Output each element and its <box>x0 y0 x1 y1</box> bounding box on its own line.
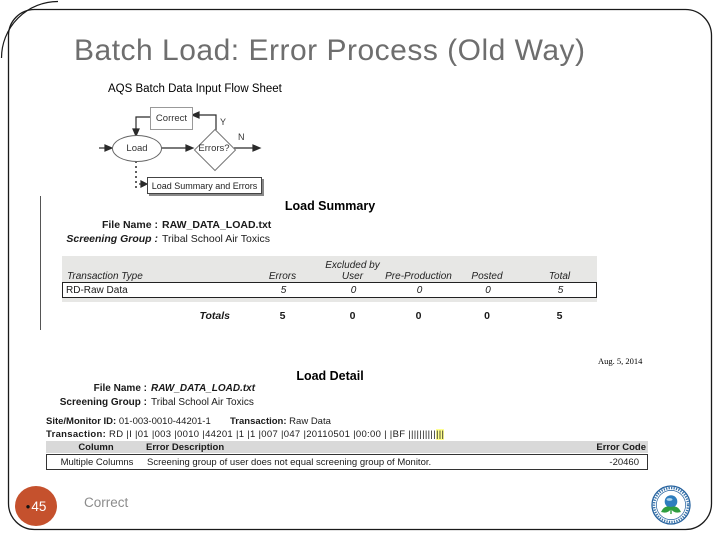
col-error-code: Error Code <box>596 441 646 453</box>
site-monitor-value: 01-003-0010-44201-1 <box>118 416 211 427</box>
load-detail-title: Load Detail <box>296 369 364 383</box>
file-name-value: RAW_DATA_LOAD.txt <box>151 383 256 394</box>
col-column: Column <box>78 441 114 453</box>
transaction-line: Transaction: RD |I |01 |003 |0010 |44201… <box>46 429 445 440</box>
load-detail-header-row: Column Error Description Error Code <box>46 441 648 453</box>
col-error-description: Error Description <box>146 441 225 453</box>
col-pre-production: Pre-Production <box>385 271 452 282</box>
transaction-value-highlight: ||| <box>435 429 445 440</box>
page-number: 45 <box>31 498 47 514</box>
flowchart-load-node: Load <box>112 135 162 162</box>
bullet-icon: ● <box>25 501 31 511</box>
totals-pre-production: 0 <box>415 310 422 322</box>
load-detail-table: Column Error Description Error Code Mult… <box>46 441 648 470</box>
table-row: RD-Raw Data 5 0 0 0 5 <box>62 282 597 298</box>
load-summary-file-row: File Name : RAW_DATA_LOAD.txt <box>40 219 271 231</box>
col-total: Total <box>548 271 571 282</box>
totals-total: 5 <box>556 310 563 322</box>
cell-transaction-type: RD-Raw Data <box>66 284 128 296</box>
screening-group-value: Tribal School Air Toxics <box>162 233 270 245</box>
load-detail-file-row: File Name : RAW_DATA_LOAD.txt <box>40 383 255 394</box>
page-number-badge: ● 45 <box>15 486 57 526</box>
file-name-label: File Name : <box>101 219 158 231</box>
totals-errors: 5 <box>279 310 286 322</box>
flowchart-yes-label: Y <box>220 117 227 127</box>
load-summary-table: Transaction Type Errors Excluded by User… <box>62 256 597 322</box>
transaction-value: RD |I |01 |003 |0010 |44201 |1 |1 |007 |… <box>109 429 436 440</box>
cell-total: 5 <box>557 284 564 296</box>
flowchart-no-label: N <box>238 132 245 142</box>
col-excluded-by-user: Excluded by User <box>325 260 380 282</box>
flowchart-correct-node: Correct <box>150 107 193 130</box>
col-errors: Errors <box>268 271 297 282</box>
load-summary-table-shade: Transaction Type Errors Excluded by User… <box>62 256 597 302</box>
table-row: Multiple Columns Screening group of user… <box>46 454 648 470</box>
totals-excluded: 0 <box>349 310 356 322</box>
transaction-type-label: Transaction: <box>230 416 287 427</box>
screening-group-label: Screening Group : <box>59 397 147 408</box>
cell-posted: 0 <box>485 284 491 296</box>
footer-note: Correct <box>84 495 129 510</box>
file-name-value: RAW_DATA_LOAD.txt <box>162 219 272 231</box>
transaction-type-value: Raw Data <box>289 416 331 427</box>
col-transaction-type: Transaction Type <box>67 271 143 282</box>
totals-posted: 0 <box>484 310 490 322</box>
cell-excluded: 0 <box>350 284 357 296</box>
date-stamp: Aug. 5, 2014 <box>598 356 643 366</box>
site-monitor-label: Site/Monitor ID: <box>46 416 117 427</box>
col-posted: Posted <box>471 271 503 282</box>
screening-group-label: Screening Group : <box>66 233 158 245</box>
flowchart-output-node: Load Summary and Errors <box>147 177 262 194</box>
load-summary-header-row: Transaction Type Errors Excluded by User… <box>62 258 597 282</box>
cell-error-code: -20460 <box>609 456 639 468</box>
load-summary-title: Load Summary <box>284 199 376 213</box>
cell-error-description: Screening group of user does not equal s… <box>147 456 432 468</box>
flowchart-decision-label: Errors? <box>198 143 230 154</box>
file-name-label: File Name : <box>93 383 147 394</box>
load-summary-screening-row: Screening Group : Tribal School Air Toxi… <box>40 233 270 245</box>
slide-title: Batch Load: Error Process (Old Way) <box>74 34 586 67</box>
load-detail-screening-row: Screening Group : Tribal School Air Toxi… <box>40 397 254 408</box>
totals-label: Totals <box>199 310 230 322</box>
report-left-border <box>40 196 41 330</box>
cell-pre-production: 0 <box>416 284 423 296</box>
cell-column: Multiple Columns <box>60 456 134 468</box>
totals-row: Totals 5 0 0 0 5 <box>62 310 597 322</box>
flowchart-caption: AQS Batch Data Input Flow Sheet <box>108 83 282 95</box>
cell-errors: 5 <box>280 284 287 296</box>
screening-group-value: Tribal School Air Toxics <box>151 397 254 408</box>
site-monitor-line: Site/Monitor ID: 01-003-0010-44201-1 Tra… <box>46 416 331 427</box>
transaction-label: Transaction: <box>46 429 107 440</box>
epa-seal-icon <box>651 485 691 525</box>
